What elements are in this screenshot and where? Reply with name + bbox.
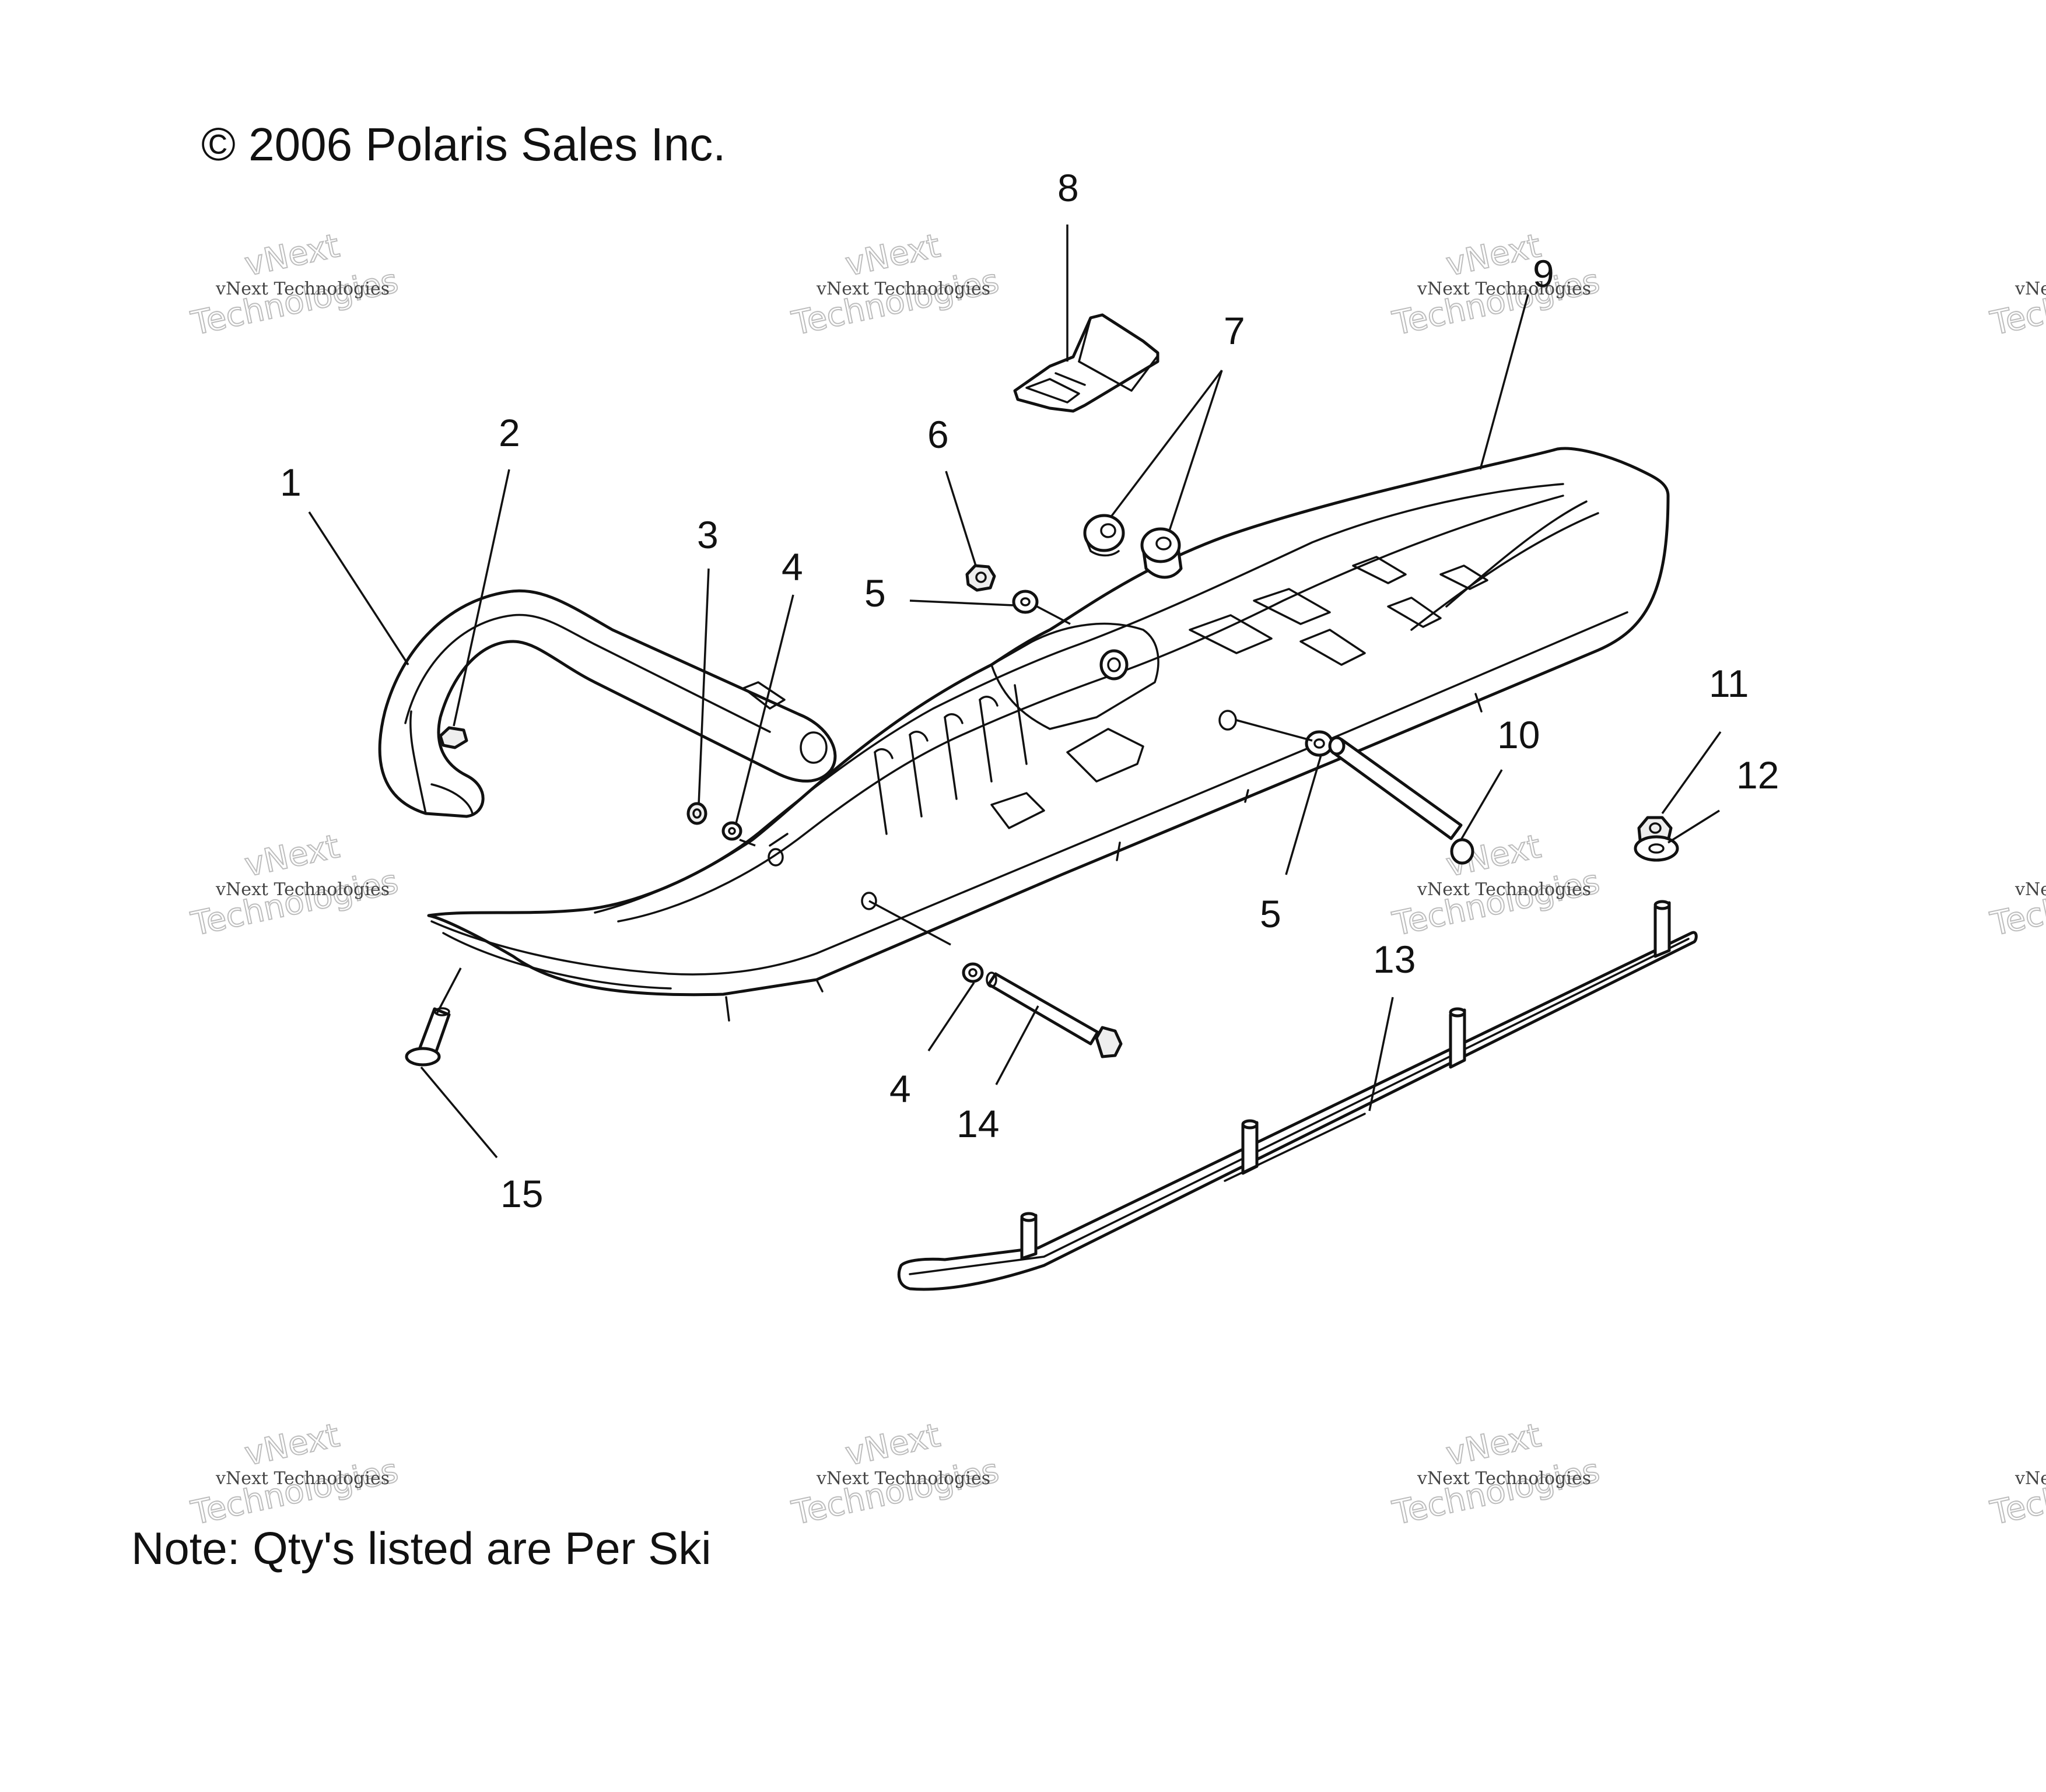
- part-13-runner: [897, 900, 1698, 1291]
- svg-text:vNext Technologies: vNext Technologies: [816, 279, 990, 299]
- svg-text:vNext Technologies: vNext Technologies: [816, 1468, 990, 1489]
- callout-3: 3: [697, 513, 719, 556]
- callout-4-lower: 4: [889, 1067, 911, 1110]
- svg-text:vNext Technologies: vNext Technologies: [215, 1468, 390, 1489]
- copyright-text: © 2006 Polaris Sales Inc.: [201, 118, 726, 170]
- watermark: Technologies vNext Technologies: [1987, 1451, 2046, 1533]
- svg-text:Technologies: Technologies: [789, 1451, 1002, 1533]
- watermark: Technologies vNext Technologies: [1987, 261, 2046, 343]
- svg-text:vNext Technologies: vNext Technologies: [2015, 879, 2046, 900]
- part-9-ski: [427, 447, 1670, 1022]
- svg-text:Technologies: Technologies: [1987, 1451, 2046, 1533]
- callout-6: 6: [927, 413, 949, 456]
- svg-text:vNext: vNext: [241, 827, 343, 885]
- part-14-bolt: [986, 972, 1123, 1058]
- svg-text:vNext: vNext: [842, 1416, 944, 1474]
- part-4-washer-upper: [721, 821, 742, 841]
- part-7-bushing-right: [1140, 527, 1183, 579]
- note-text: Note: Qty's listed are Per Ski: [131, 1523, 712, 1574]
- callout-5-lower: 5: [1260, 892, 1281, 935]
- leader-lines: [308, 225, 1722, 1159]
- svg-text:Technologies: Technologies: [188, 862, 401, 944]
- svg-text:Technologies: Technologies: [1987, 862, 2046, 944]
- part-7-bushing-left: [1083, 514, 1125, 557]
- svg-text:Technologies: Technologies: [188, 262, 401, 343]
- part-5-washer-upper: [1012, 590, 1039, 614]
- callout-4-upper: 4: [782, 545, 803, 588]
- part-10-pin: [1328, 736, 1474, 865]
- callout-7: 7: [1224, 309, 1245, 352]
- watermark: Technologies vNext vNext Technologies: [187, 827, 402, 944]
- watermark: Technologies vNext vNext Technologies: [788, 1416, 1003, 1533]
- callout-5-upper: 5: [864, 571, 886, 615]
- watermark: Technologies vNext vNext Technologies: [1389, 226, 1603, 343]
- svg-text:vNext: vNext: [241, 1416, 343, 1474]
- svg-text:Technologies: Technologies: [789, 262, 1002, 343]
- svg-text:vNext: vNext: [1443, 1416, 1544, 1474]
- svg-text:vNext Technologies: vNext Technologies: [215, 879, 390, 900]
- watermark: Technologies vNext vNext Technologies: [788, 226, 1003, 343]
- callout-10: 10: [1497, 713, 1540, 756]
- svg-text:Technologies: Technologies: [188, 1451, 401, 1533]
- part-6-nut: [965, 564, 996, 592]
- part-8-ski-pad: [1013, 313, 1159, 413]
- part-2-clip: [439, 726, 468, 749]
- svg-text:vNext Technologies: vNext Technologies: [1417, 279, 1591, 299]
- watermark: Technologies vNext vNext Technologies: [187, 1416, 402, 1533]
- watermark: Technologies vNext Technologies: [1987, 862, 2046, 944]
- svg-text:vNext Technologies: vNext Technologies: [1417, 1468, 1591, 1489]
- callout-15: 15: [500, 1172, 543, 1215]
- svg-text:Technologies: Technologies: [1389, 262, 1603, 343]
- part-5-washer-lower: [1305, 730, 1334, 757]
- part-3-nut: [686, 802, 707, 825]
- callout-11: 11: [1709, 662, 1749, 705]
- callouts: 1 2 3 4 5 6 7 8 9 10 11 12 13 14 4 5 15: [280, 166, 1779, 1215]
- svg-text:Technologies: Technologies: [1987, 262, 2046, 343]
- part-12-washer: [1634, 835, 1679, 862]
- svg-text:vNext: vNext: [1443, 227, 1544, 284]
- svg-text:Technologies: Technologies: [1389, 1451, 1603, 1533]
- part-4-washer-lower: [962, 962, 984, 983]
- part-15-rivet: [405, 1007, 451, 1067]
- callout-8: 8: [1057, 166, 1079, 209]
- watermarks: Technologies vNext vNext Technologies Te…: [187, 226, 2046, 1533]
- svg-text:vNext Technologies: vNext Technologies: [2015, 279, 2046, 299]
- svg-text:vNext Technologies: vNext Technologies: [2015, 1468, 2046, 1489]
- watermark: Technologies vNext vNext Technologies: [187, 226, 402, 343]
- callout-2: 2: [499, 411, 520, 454]
- watermark: Technologies vNext vNext Technologies: [1389, 827, 1603, 944]
- callout-14: 14: [957, 1102, 999, 1145]
- callout-9: 9: [1533, 252, 1554, 295]
- svg-text:vNext: vNext: [241, 227, 343, 284]
- watermark: Technologies vNext vNext Technologies: [1389, 1416, 1603, 1533]
- callout-13: 13: [1373, 938, 1416, 981]
- svg-text:Technologies: Technologies: [1389, 862, 1603, 944]
- svg-text:vNext Technologies: vNext Technologies: [215, 279, 390, 299]
- svg-text:vNext: vNext: [842, 227, 944, 284]
- callout-1: 1: [280, 461, 302, 504]
- callout-12: 12: [1736, 753, 1779, 797]
- svg-text:vNext Technologies: vNext Technologies: [1417, 879, 1591, 900]
